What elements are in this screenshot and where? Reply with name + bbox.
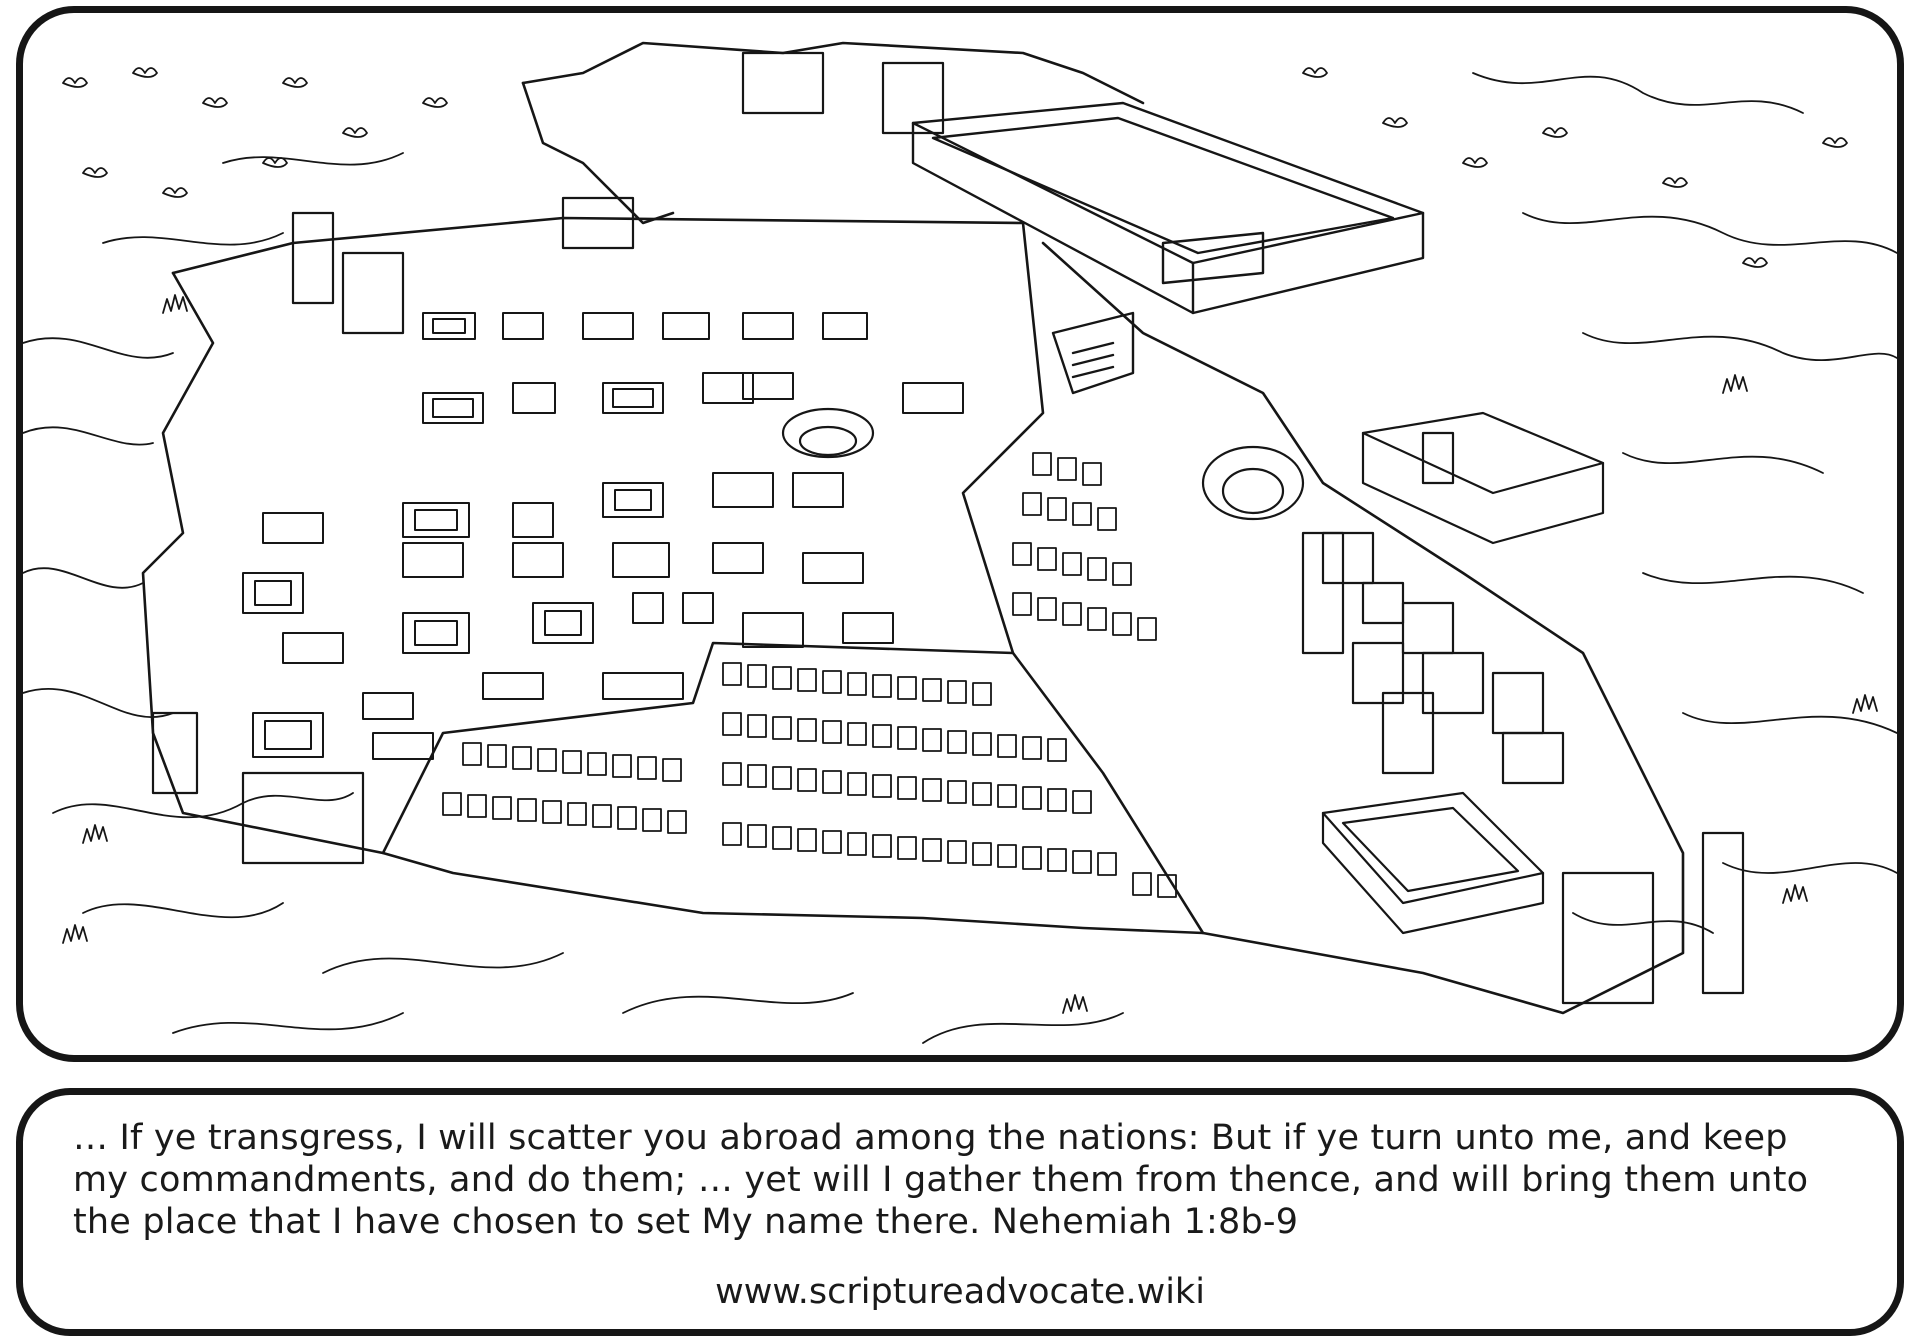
- scripture-verse: … If ye transgress, I will scatter you a…: [73, 1118, 1809, 1242]
- terrain-lines: [23, 72, 1897, 1044]
- fortress-and-theatres: [781, 407, 1605, 935]
- illustration-frame: [16, 6, 1904, 1062]
- lower-city-buildings: [442, 452, 1177, 898]
- website-url: www.scriptureadvocate.wiki: [715, 1272, 1205, 1312]
- shrubs: [62, 67, 1878, 1014]
- temple-mount: [911, 101, 1425, 395]
- walled-city-icon: [23, 41, 1897, 1044]
- towers: [151, 51, 1745, 1005]
- eastern-houses: [1321, 531, 1565, 785]
- city-wall: [141, 41, 1685, 1015]
- upper-city-buildings: [242, 312, 964, 760]
- caption-box: … If ye transgress, I will scatter you a…: [16, 1088, 1904, 1336]
